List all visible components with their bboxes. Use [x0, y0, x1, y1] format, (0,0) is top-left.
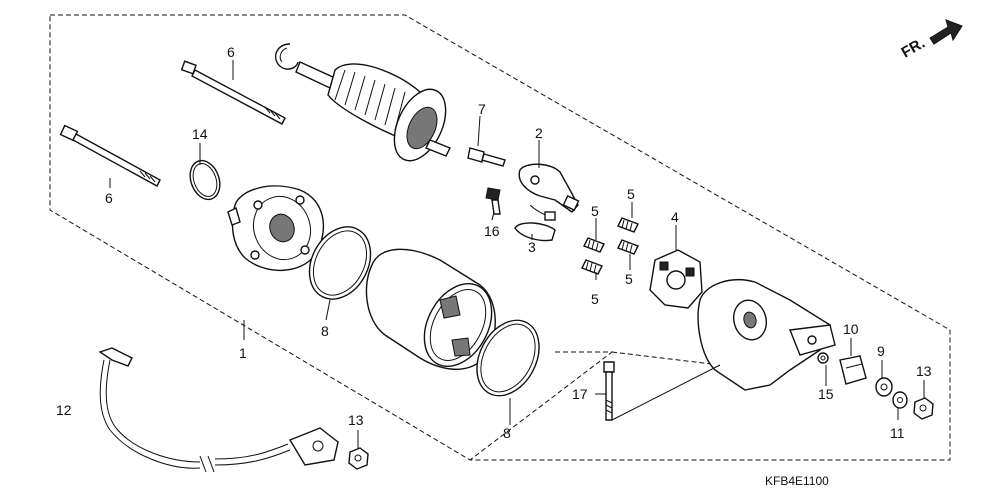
- insulator-10: [839, 355, 867, 385]
- diagram-code: KFB4E1100: [765, 474, 829, 488]
- o-ring-14: [189, 159, 221, 201]
- callout-2: 2: [535, 125, 543, 141]
- callout-15: 15: [818, 386, 834, 402]
- o-ring-8-right: [476, 319, 540, 397]
- callout-9: 9: [877, 343, 885, 359]
- screw-7: [467, 147, 506, 167]
- callout-labels: 6 6 14 7 2 16 3 5 5 5 5 4 8 8 1 12 13 17…: [56, 44, 932, 441]
- armature: [295, 61, 451, 162]
- callout-17: 17: [572, 386, 588, 402]
- bolt-17: [603, 361, 615, 421]
- callout-14: 14: [192, 126, 208, 142]
- callout-5-bottom: 5: [591, 291, 599, 307]
- callout-5-left: 5: [591, 203, 599, 219]
- washer-11: [892, 391, 908, 409]
- spring-5-c: [617, 217, 639, 233]
- callout-5-right: 5: [625, 271, 633, 287]
- callout-13-left: 13: [348, 412, 364, 428]
- bolt-6-upper: [180, 60, 286, 125]
- rear-cover: [697, 279, 836, 391]
- callout-6-lower: 6: [105, 190, 113, 206]
- callout-12: 12: [56, 402, 72, 418]
- callout-8-left: 8: [321, 323, 329, 339]
- brush-holder-plate-4: [649, 249, 703, 309]
- callout-4: 4: [671, 209, 679, 225]
- spring-5-a: [583, 237, 605, 253]
- o-ring-8-left: [308, 226, 372, 300]
- callout-10: 10: [843, 321, 859, 337]
- bolt-6-lower: [59, 124, 161, 187]
- screw-16: [485, 187, 501, 215]
- front-direction-label: FR.: [899, 35, 928, 62]
- nut-13-left: [348, 447, 369, 470]
- spring-5-b: [581, 259, 603, 275]
- yoke-motor-case: [365, 248, 496, 370]
- callout-13-right: 13: [916, 363, 932, 379]
- spring-5-d: [617, 239, 639, 255]
- brush-3: [514, 204, 556, 242]
- callout-6-upper: 6: [227, 44, 235, 60]
- snap-ring: [274, 43, 299, 70]
- callout-5-top: 5: [627, 186, 635, 202]
- washer-15: [817, 352, 829, 364]
- starter-cable-12: [98, 347, 339, 473]
- nut-13-right: [913, 397, 934, 420]
- callout-16: 16: [484, 223, 500, 239]
- assembly-boundary: [49, 14, 951, 461]
- brush-holder-2: [518, 163, 580, 213]
- front-cover: [227, 185, 325, 272]
- callout-7: 7: [478, 101, 486, 117]
- front-direction-arrow: [929, 19, 963, 45]
- callout-1: 1: [239, 345, 247, 361]
- callout-3: 3: [528, 239, 536, 255]
- callout-8-right: 8: [503, 425, 511, 441]
- callout-11: 11: [890, 425, 905, 441]
- leader-lines: [109, 60, 925, 448]
- washer-9: [875, 377, 893, 397]
